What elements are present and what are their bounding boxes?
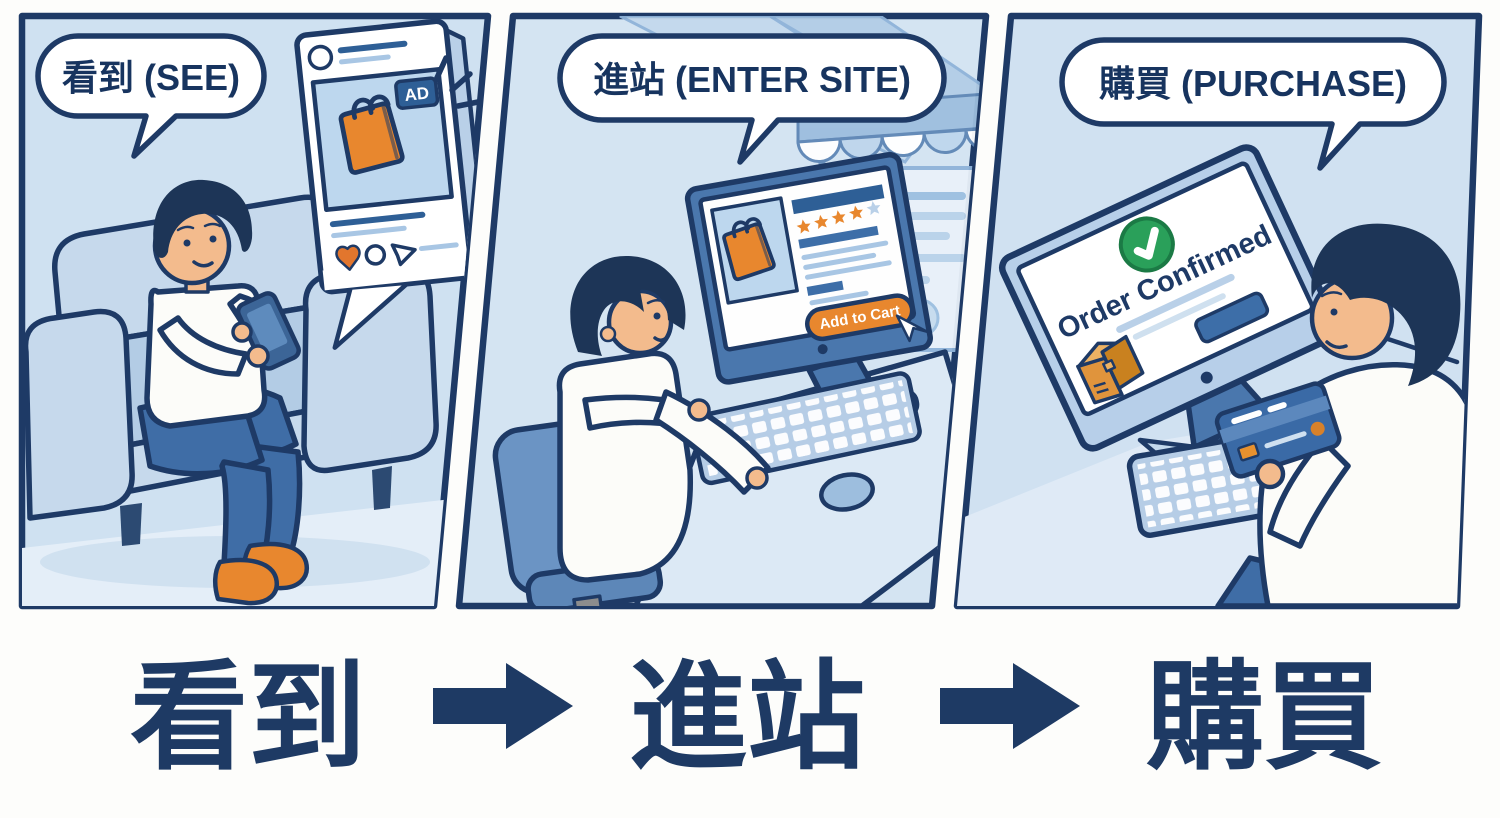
person-at-desk (556, 256, 771, 583)
smile (1325, 340, 1348, 350)
sofa-leg (120, 503, 142, 546)
credit-card-icon (1214, 381, 1342, 479)
smile (653, 335, 669, 342)
hand (246, 344, 270, 368)
social-ad-post: AD (294, 18, 488, 350)
flow-arrow-icon (940, 663, 1080, 749)
sparkle-icon (433, 55, 481, 109)
hair (1311, 223, 1461, 386)
hair (570, 256, 686, 356)
bubble-enter-site-label: 進站 (ENTER SITE) (593, 59, 911, 100)
shoe (213, 557, 279, 606)
share-icon (390, 243, 417, 267)
hand (1254, 458, 1286, 490)
panel-enter-site: Add to Cart (455, 12, 990, 610)
comment-icon (364, 244, 387, 266)
avatar (307, 44, 334, 71)
package-icon (1076, 334, 1145, 405)
speech-bubble-see (35, 33, 267, 159)
sofa-leg (372, 466, 392, 510)
funnel-flow: 看到 進站 購買 (130, 652, 1382, 784)
post-tail (332, 280, 411, 350)
panel-see: AD 看到 (SEE) (18, 12, 492, 610)
hand (687, 398, 711, 422)
arm (1267, 437, 1351, 549)
smile (192, 260, 214, 268)
flow-step-see: 看到 (130, 652, 366, 784)
person-with-card (1214, 223, 1479, 606)
hand (231, 321, 253, 343)
flow-step-enter: 進站 (629, 652, 865, 784)
phone-icon (235, 291, 301, 371)
cursor-icon (895, 314, 929, 343)
speech-bubble-enter-site (557, 33, 947, 165)
bubble-see-label: 看到 (SEE) (62, 57, 240, 98)
check-icon (1118, 216, 1175, 273)
mouse (819, 472, 875, 512)
heart-icon (335, 244, 361, 271)
ad-badge (394, 76, 440, 110)
bubble-purchase-label: 購買 (PURCHASE) (1099, 63, 1407, 104)
speech-bubble-purchase (1059, 37, 1447, 171)
hair (153, 179, 253, 258)
product-page: Add to Cart (710, 184, 929, 343)
flow-step-purchase: 購買 (1146, 652, 1382, 784)
add-to-cart-button (805, 293, 915, 342)
ad-badge-label: AD (404, 83, 430, 104)
confirm-button (1194, 291, 1270, 344)
panel-purchase: Order Confirmed (953, 12, 1483, 610)
flow-arrow-icon (433, 663, 573, 749)
hand (745, 466, 769, 490)
person-on-sofa (137, 179, 309, 606)
ear (599, 325, 617, 343)
